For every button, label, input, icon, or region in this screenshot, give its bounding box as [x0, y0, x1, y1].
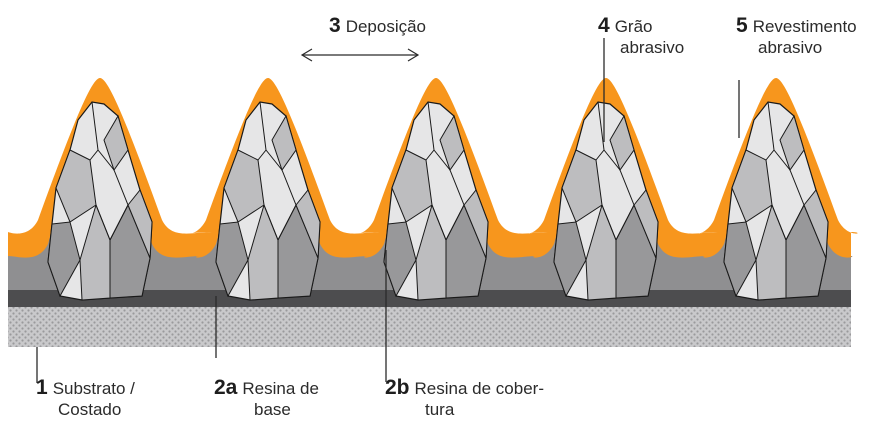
abrasive-grains — [47, 101, 829, 301]
label-coating-number: 5 — [736, 14, 748, 37]
substrate-layer — [8, 306, 851, 347]
abrasive-grain — [553, 101, 659, 301]
abrasive-grain — [723, 101, 829, 301]
deposition-arrow — [300, 48, 420, 62]
label-substrate-number: 1 — [36, 376, 48, 399]
label-cover-resin-number: 2b — [385, 376, 410, 399]
label-coating-line2: abrasivo — [758, 38, 823, 57]
label-deposition-text: Deposição — [345, 17, 427, 36]
label-deposition-number: 3 — [329, 14, 341, 37]
label-cover-resin-line1: Resina de cober- — [414, 379, 544, 398]
leader-lines — [36, 38, 740, 383]
abrasive-grain — [215, 101, 321, 301]
abrasive-grain — [383, 101, 489, 301]
label-substrate-line2: Costado — [58, 400, 122, 419]
label-base-resin-number: 2a — [214, 376, 238, 399]
label-base-resin-line1: Resina de — [242, 379, 319, 398]
label-grain-line1: Grão — [614, 17, 653, 36]
label-grain-number: 4 — [598, 14, 610, 37]
label-base-resin-line2: base — [254, 400, 291, 419]
label-substrate-line1: Substrato / — [52, 379, 135, 398]
abrasive-grain — [47, 101, 153, 301]
label-cover-resin-line2: tura — [425, 400, 455, 419]
label-grain-line2: abrasivo — [620, 38, 685, 57]
label-coating-line1: Revestimento — [752, 17, 857, 36]
